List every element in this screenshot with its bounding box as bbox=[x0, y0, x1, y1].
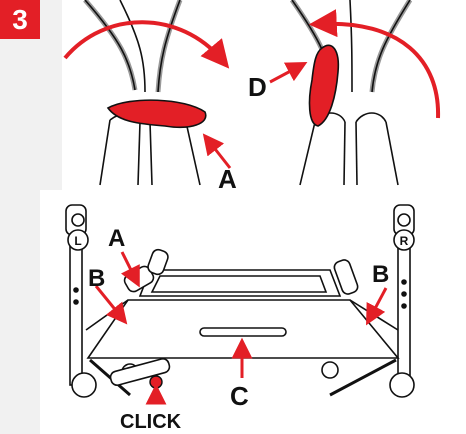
label-a-bottom: A bbox=[108, 225, 125, 252]
right-hand-letter: R bbox=[400, 234, 409, 248]
label-d: D bbox=[248, 72, 267, 102]
rotated-latch-shape bbox=[308, 44, 340, 127]
right-fold-detail bbox=[289, 0, 413, 186]
rotating-latch-shape bbox=[106, 99, 207, 128]
label-click: CLICK bbox=[120, 411, 182, 433]
rotation-arrow-left bbox=[63, 20, 230, 69]
top-detail-panel bbox=[62, 0, 466, 190]
arrow-a-top bbox=[202, 133, 232, 169]
click-point-marker bbox=[149, 375, 163, 389]
label-a-top: A bbox=[218, 164, 237, 194]
step-number-badge: 3 bbox=[0, 0, 40, 39]
left-hand-letter: L bbox=[74, 234, 81, 248]
walker-frame bbox=[65, 204, 415, 398]
arrow-b-left bbox=[94, 285, 128, 325]
right-hand-marker: R bbox=[393, 229, 415, 251]
label-b-left: B bbox=[88, 265, 105, 292]
rotation-arrow-right bbox=[308, 9, 441, 119]
arrow-b-right bbox=[366, 287, 388, 326]
left-fold-detail bbox=[83, 0, 207, 186]
label-b-right: B bbox=[372, 261, 389, 288]
left-hand-marker: L bbox=[67, 229, 89, 251]
arrow-d bbox=[269, 62, 308, 84]
label-c: C bbox=[230, 381, 249, 411]
arrow-a-bottom bbox=[120, 251, 140, 288]
